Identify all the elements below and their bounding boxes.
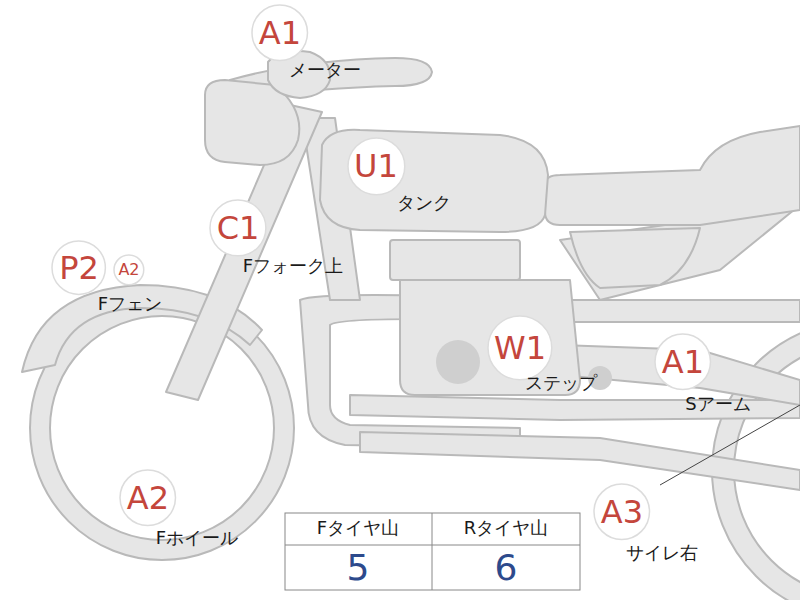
callout-circle: W1 (487, 315, 553, 381)
seat (545, 126, 800, 225)
part-name: Fホイール (156, 528, 238, 548)
callout-number: A2 (119, 469, 176, 526)
table-header: Rタイヤ山 (464, 518, 549, 538)
callout-number: P2 (51, 240, 106, 295)
leader-line (660, 405, 800, 485)
callout-number: A3 (593, 483, 650, 540)
callout-circle: A2 (113, 254, 145, 286)
engine-cover (436, 340, 480, 384)
callout-ring (252, 5, 307, 60)
callout-ring (348, 138, 405, 195)
callout-ring (120, 470, 175, 525)
callout-number: C1 (209, 199, 267, 257)
part-name: メーター (289, 60, 361, 80)
callout-ring (114, 255, 144, 285)
exhaust-pipe (360, 432, 800, 490)
callout-circle: A3 (593, 483, 650, 540)
table-header: Fタイヤ山 (317, 518, 399, 538)
part-name: ステップ (525, 373, 597, 393)
tread-table (285, 513, 580, 590)
part-name: タンク (397, 193, 451, 213)
exhaust-pipe (350, 395, 800, 420)
part-name: Fフェン (98, 294, 162, 314)
callout-ring (210, 200, 266, 256)
callout-number: A1 (251, 4, 308, 61)
fuel-tank (320, 130, 548, 232)
callout-circle: A1 (251, 4, 308, 61)
callout-ring (52, 241, 105, 294)
callout-ring (594, 484, 649, 539)
part-name: Fフォーク上 (243, 256, 343, 276)
side-cover (570, 228, 700, 288)
callout-circle: C1 (209, 199, 267, 257)
callout-circle: A2 (119, 469, 176, 526)
callout-number: W1 (487, 315, 553, 381)
engine-head (390, 240, 520, 280)
table-value: 6 (495, 548, 518, 588)
callout-ring (655, 334, 710, 389)
table-value: 5 (347, 548, 370, 588)
callout-number: U1 (347, 137, 406, 196)
callout-circle: U1 (347, 137, 406, 196)
part-name: Sアーム (685, 394, 750, 414)
callout-circle: A1 (654, 333, 711, 390)
callout-circle: P2 (51, 240, 106, 295)
callout-number: A2 (113, 254, 145, 286)
callout-number: A1 (654, 333, 711, 390)
callout-ring (488, 316, 552, 380)
part-name: サイレ右 (626, 543, 698, 563)
